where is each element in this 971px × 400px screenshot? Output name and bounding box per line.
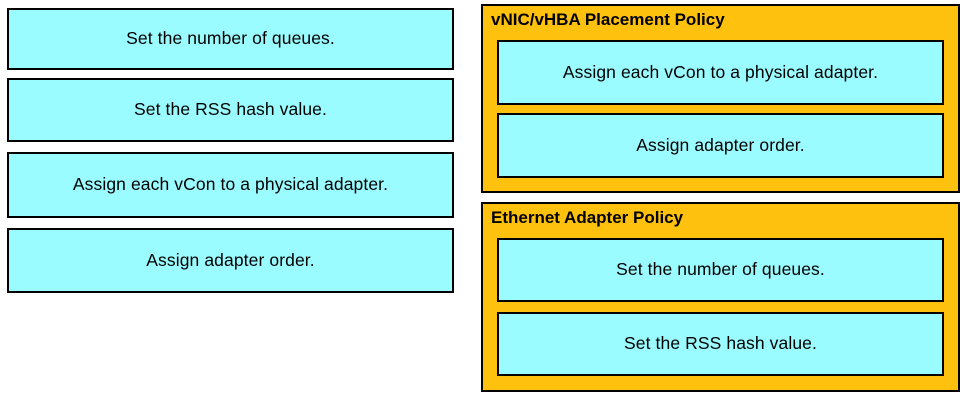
policy-drop-slot-label: Set the number of queues. [616, 259, 825, 280]
source-item-label: Assign adapter order. [146, 249, 315, 270]
policy-panel-list: vNIC/vHBA Placement Policy Assign each v… [481, 0, 961, 400]
policy-drop-slot-label: Set the RSS hash value. [624, 333, 817, 354]
policy-drop-slot-label: Assign each vCon to a physical adapter. [562, 61, 879, 82]
source-item[interactable]: Assign adapter order. [7, 228, 454, 293]
policy-drop-slot[interactable]: Set the RSS hash value. [497, 312, 944, 376]
policy-drop-slot[interactable]: Set the number of queues. [497, 238, 944, 302]
policy-panel-vnic-vhba-placement: vNIC/vHBA Placement Policy Assign each v… [481, 4, 960, 193]
policy-drop-slot-label: Assign adapter order. [636, 134, 805, 155]
source-item-label: Assign each vCon to a physical adapter. [72, 174, 389, 195]
policy-drop-slot[interactable]: Assign each vCon to a physical adapter. [497, 40, 944, 105]
source-item-label: Set the number of queues. [126, 28, 335, 49]
policy-panel-title: Ethernet Adapter Policy [491, 208, 684, 227]
policy-drop-slot[interactable]: Assign adapter order. [497, 113, 944, 178]
source-item-label: Set the RSS hash value. [134, 99, 327, 120]
policy-panel-title: vNIC/vHBA Placement Policy [491, 10, 725, 29]
source-item-list: Set the number of queues. Set the RSS ha… [7, 0, 454, 400]
source-item[interactable]: Set the RSS hash value. [7, 78, 454, 142]
policy-panel-ethernet-adapter: Ethernet Adapter Policy Set the number o… [481, 202, 960, 392]
source-item[interactable]: Set the number of queues. [7, 8, 454, 70]
source-item[interactable]: Assign each vCon to a physical adapter. [7, 152, 454, 218]
